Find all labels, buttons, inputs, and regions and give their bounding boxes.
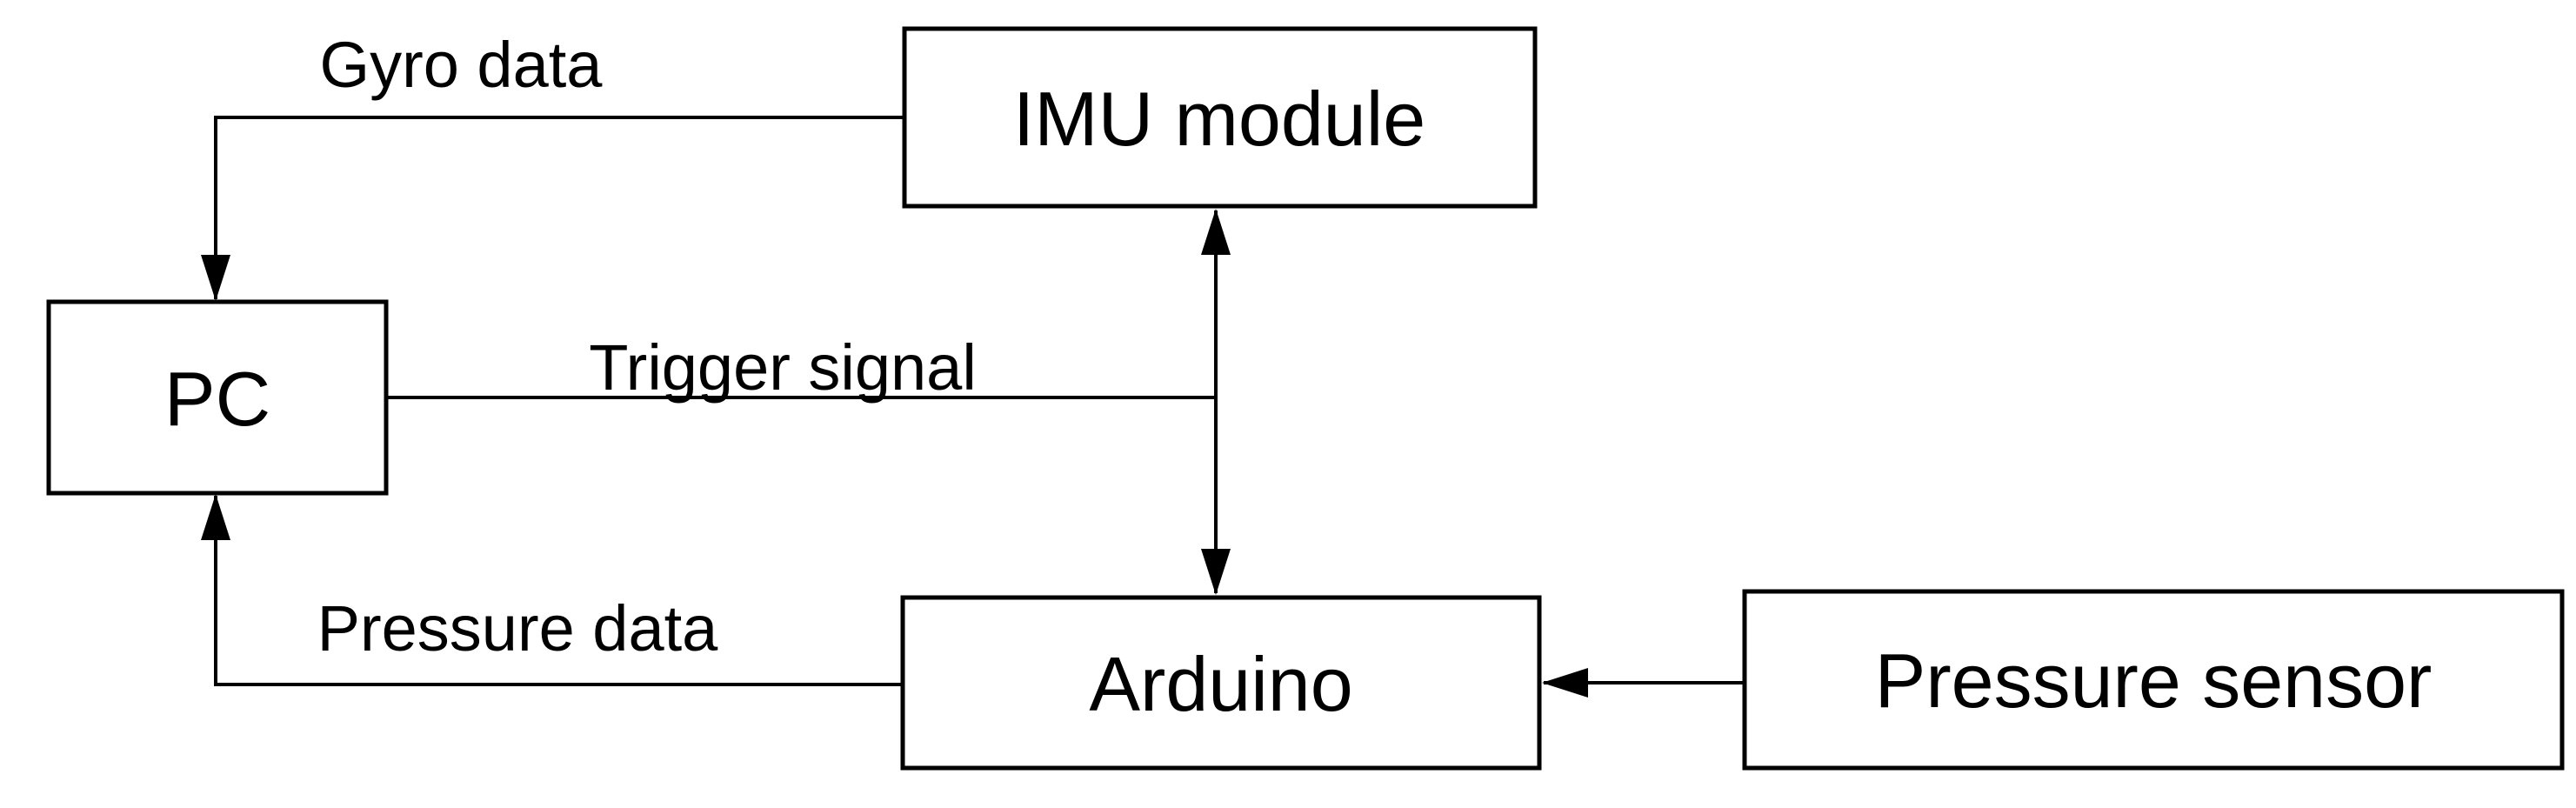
- node-arduino: Arduino: [900, 595, 1542, 771]
- pressure-data-arrowhead-up-icon: [201, 494, 230, 540]
- gyro-data-connector: [214, 116, 904, 299]
- connectors: [201, 116, 1745, 698]
- pressure-sensor-arduino-arrowhead-left-icon: [1542, 668, 1588, 698]
- pc-label: PC: [164, 356, 270, 442]
- pc-box: [46, 299, 389, 496]
- imu-module-box: [902, 26, 1538, 209]
- pressure-sensor-box: [1742, 589, 2565, 771]
- arduino-label: Arduino: [1089, 641, 1352, 727]
- edge-labels: Gyro data Trigger signal Pressure data: [317, 29, 977, 664]
- node-pc: PC: [46, 299, 389, 496]
- gyro-data-arrowhead-down-icon: [201, 255, 230, 301]
- pressure-data-connector: [214, 496, 903, 686]
- arduino-box: [900, 595, 1542, 771]
- pressure-sensor-label: Pressure sensor: [1875, 638, 2433, 724]
- node-imu-module: IMU module: [902, 26, 1538, 209]
- node-pressure-sensor: Pressure sensor: [1742, 589, 2565, 771]
- gyro-data-edge-label: Gyro data: [320, 29, 604, 101]
- imu-arduino-arrowhead-up-icon: [1201, 209, 1231, 255]
- imu-module-label: IMU module: [1013, 76, 1425, 162]
- imu-arduino-arrowhead-down-icon: [1201, 549, 1231, 595]
- pressure-data-edge-label: Pressure data: [317, 592, 719, 664]
- trigger-signal-edge-label: Trigger signal: [589, 331, 977, 404]
